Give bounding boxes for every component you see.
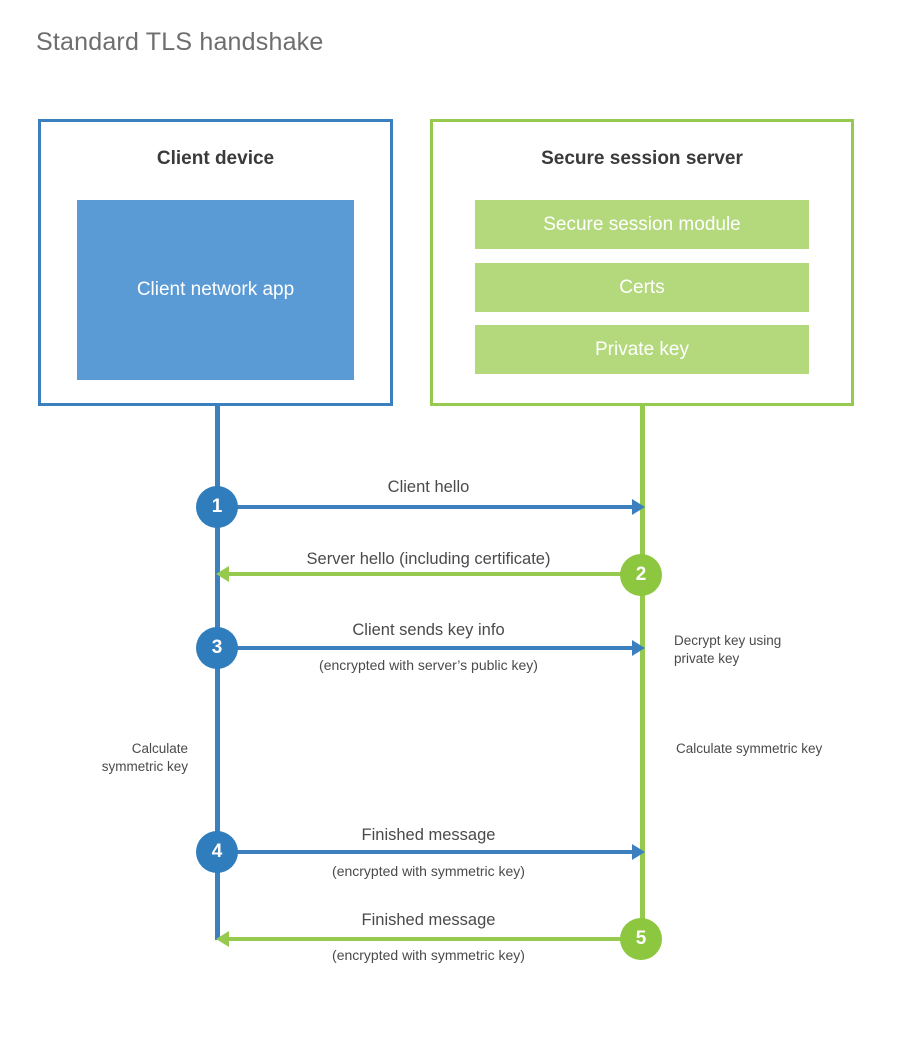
server-component-private-key: Private key [475, 325, 809, 374]
client-lifeline [215, 406, 220, 940]
step-3-sublabel: (encrypted with server’s public key) [319, 657, 538, 673]
server-lifeline [640, 406, 645, 939]
step-3-label: Client sends key info [352, 621, 505, 639]
step-5-arrow [216, 931, 641, 947]
page-title: Standard TLS handshake [36, 28, 324, 56]
step-3-arrow [217, 640, 645, 656]
step-4-label: Finished message [361, 826, 496, 844]
server-decrypt-note: Decrypt key using private key [674, 633, 782, 666]
step-2-label: Server hello (including certificate) [306, 550, 551, 568]
arrowhead-left-icon [216, 566, 229, 582]
client-calculate-symmetric-key-note: Calculate symmetric key [101, 741, 188, 774]
client-device-box: Client device Client network app [38, 119, 393, 406]
step-1-label: Client hello [387, 478, 470, 496]
step-5-badge: 5 [620, 918, 662, 960]
arrowhead-right-icon [632, 499, 645, 515]
server-calculate-symmetric-key-note: Calculate symmetric key [676, 741, 823, 756]
secure-session-server-title: Secure session server [541, 148, 743, 169]
server-component-certs: Certs [475, 263, 809, 312]
step-4-arrow [217, 844, 645, 860]
arrowhead-right-icon [632, 640, 645, 656]
arrowhead-right-icon [632, 844, 645, 860]
step-2-arrow [216, 566, 641, 582]
step-1-arrow [217, 499, 645, 515]
server-component-secure-session-module: Secure session module [475, 200, 809, 249]
step-2-badge: 2 [620, 554, 662, 596]
secure-session-server-box: Secure session server Secure session mod… [430, 119, 854, 406]
arrowhead-left-icon [216, 931, 229, 947]
step-3-badge: 3 [196, 627, 238, 669]
step-5-sublabel: (encrypted with symmetric key) [332, 947, 525, 963]
step-5-label: Finished message [361, 911, 496, 929]
step-1-badge: 1 [196, 486, 238, 528]
client-device-title: Client device [156, 148, 275, 169]
step-4-sublabel: (encrypted with symmetric key) [332, 863, 525, 879]
step-4-badge: 4 [196, 831, 238, 873]
client-network-app-block: Client network app [77, 200, 354, 380]
